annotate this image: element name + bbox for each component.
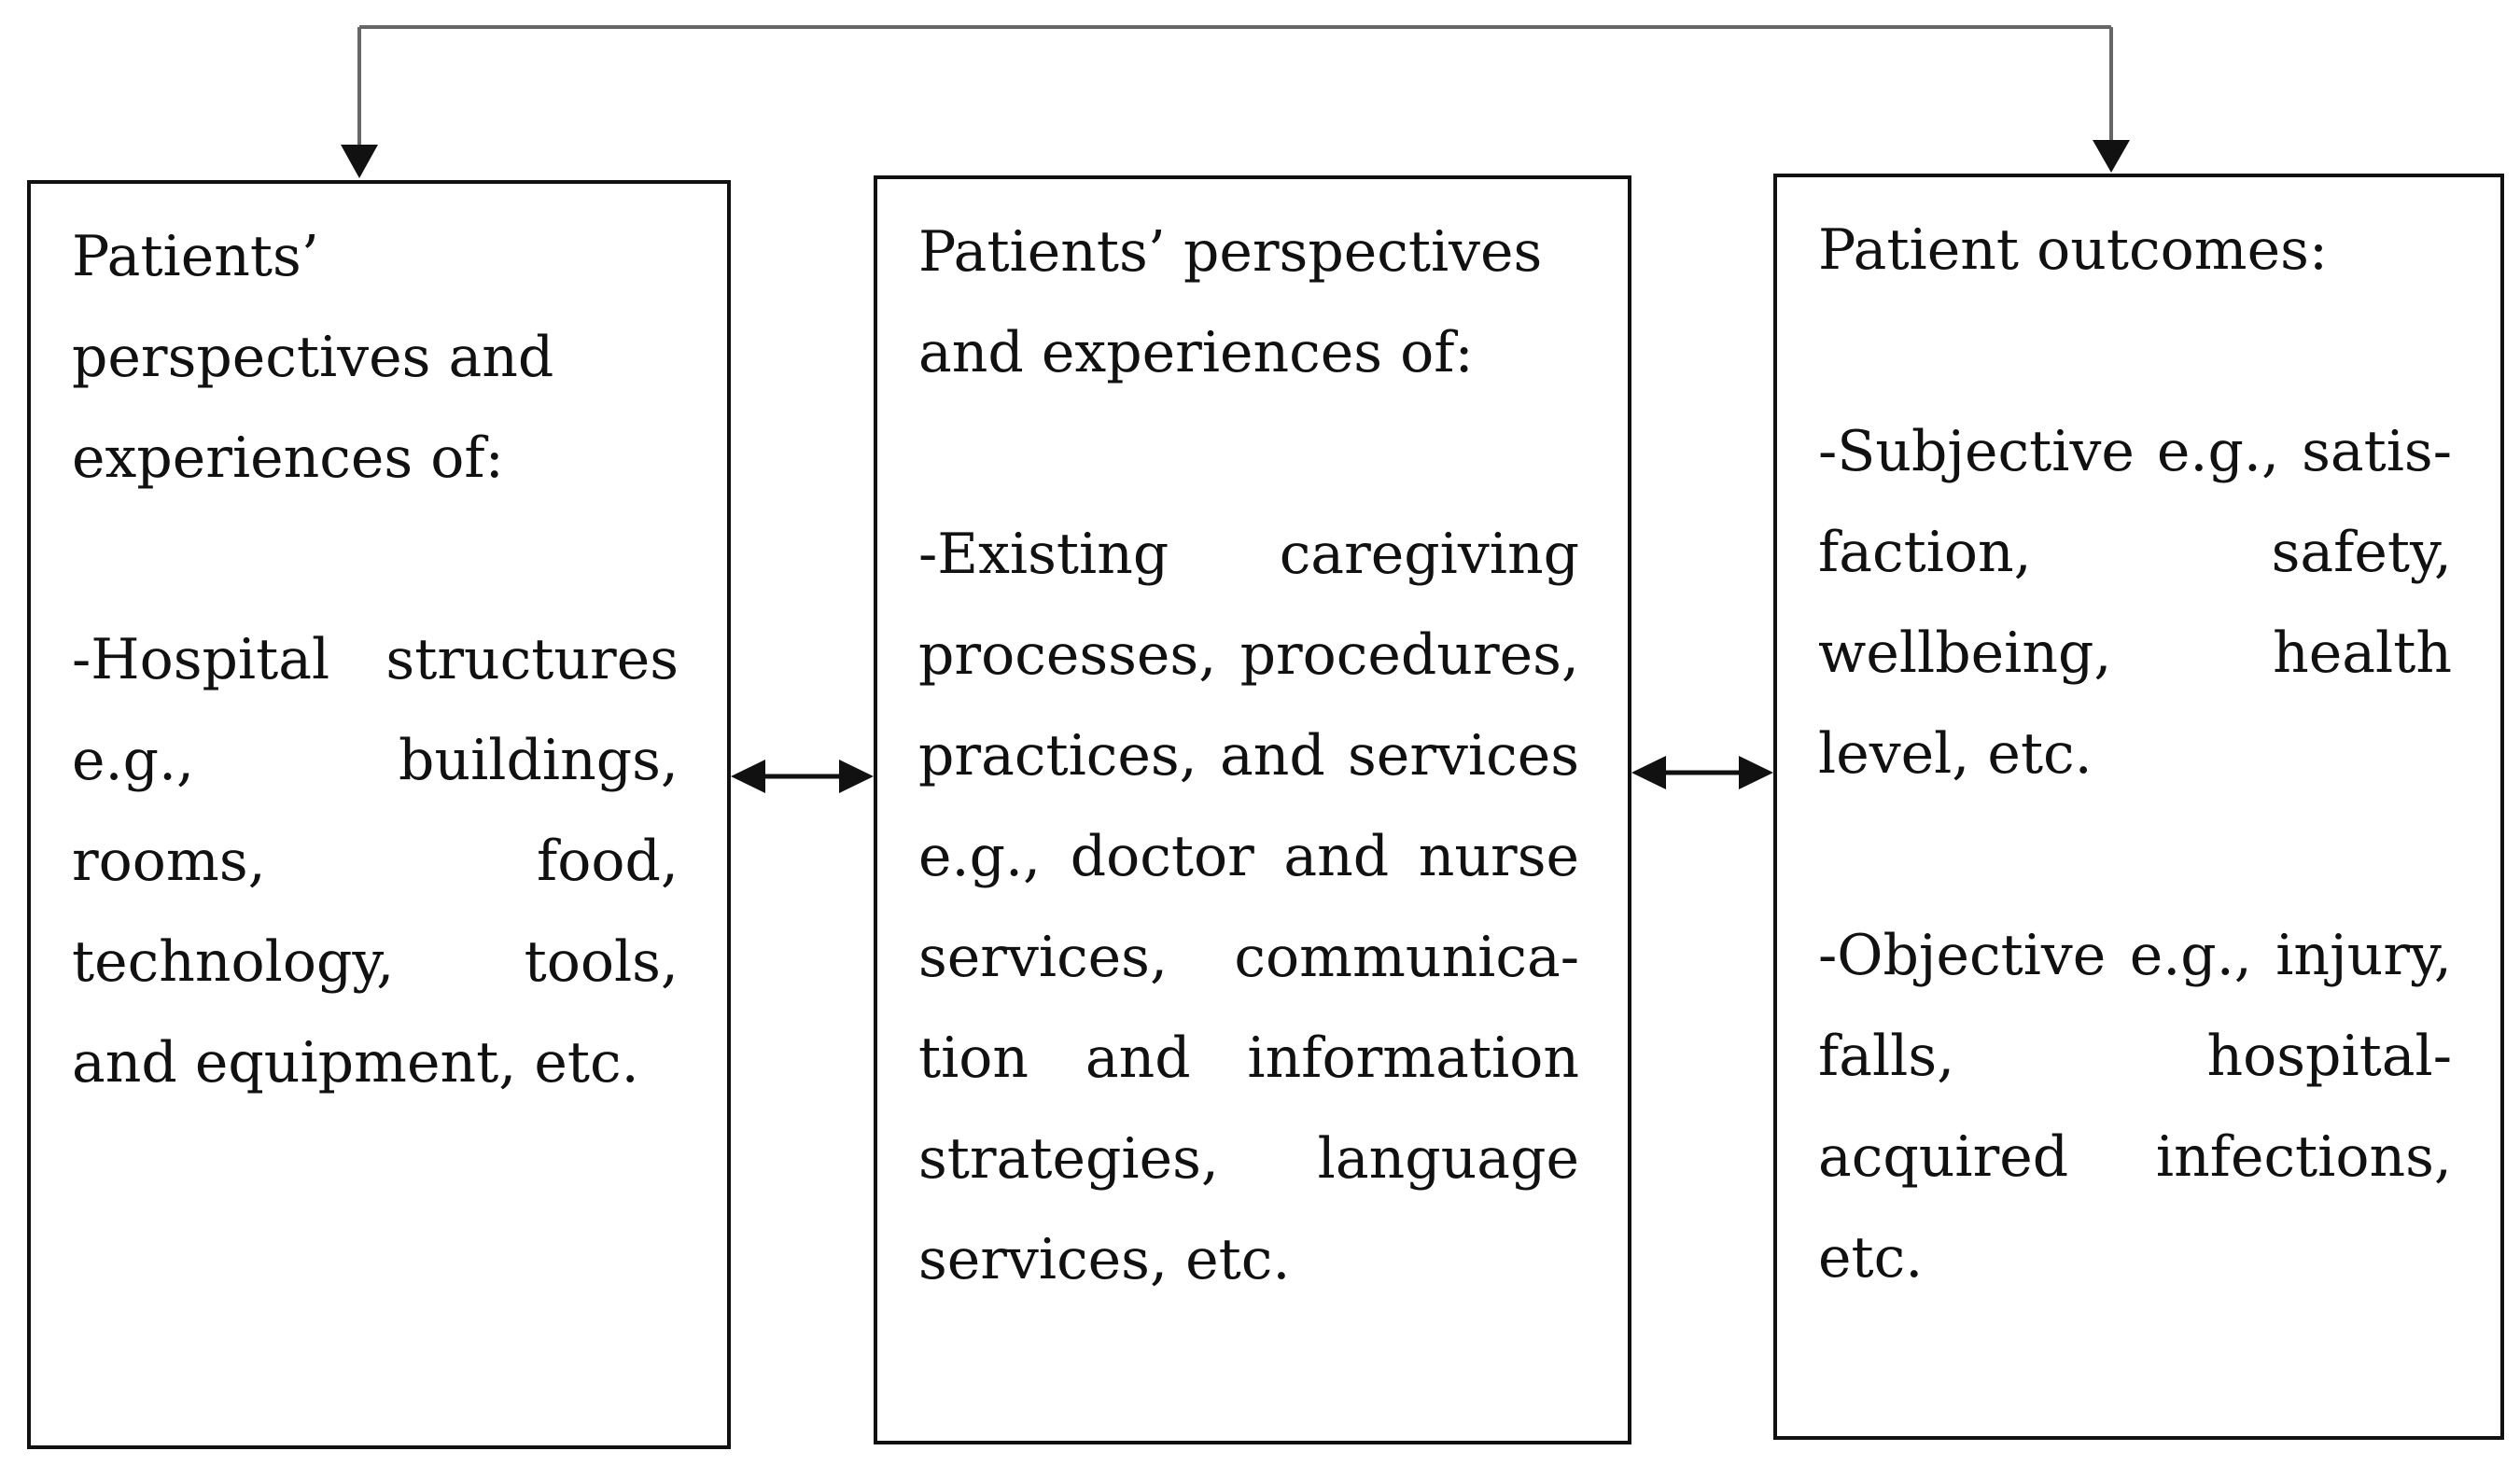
outcomes-box-content: Patient outcomes: -Subjective e.g., sati… [1818, 200, 2452, 1308]
processes-heading: Patients’ perspectives and experiences o… [918, 219, 1543, 385]
top-loop-connector [357, 25, 2113, 149]
structures-box: Patients’ perspectives and experiences o… [27, 180, 731, 1449]
arrowhead-down-outcomes [2093, 140, 2130, 173]
processes-box-content: Patients’ perspectives and experiences o… [918, 202, 1579, 1310]
outcomes-box: Patient outcomes: -Subjective e.g., sati… [1773, 174, 2504, 1440]
structures-box-content: Patients’ perspectives and experiences o… [72, 206, 679, 1113]
processes-item-caregiving: -Existing caregiving processes, procedur… [918, 522, 1579, 1292]
arrowhead-down-structures [341, 145, 378, 178]
structures-heading: Patients’ perspectives and experiences o… [72, 224, 554, 491]
arrowhead-right-processes [839, 760, 874, 793]
outcomes-item-objective: -Objective e.g., injury, falls, hospital… [1818, 923, 2452, 1291]
outcomes-item-subjective: -Subjective e.g., satis­faction, safety,… [1818, 419, 2452, 787]
arrowhead-left-structures [731, 760, 765, 793]
arrowhead-left-processes [1631, 756, 1666, 789]
structures-item-hospital: -Hospital structures e.g., buildings, ro… [72, 627, 679, 1095]
processes-box: Patients’ perspectives and experiences o… [874, 175, 1631, 1444]
outcomes-heading: Patient outcomes: [1818, 217, 2329, 283]
arrowhead-right-outcomes [1739, 756, 1773, 789]
